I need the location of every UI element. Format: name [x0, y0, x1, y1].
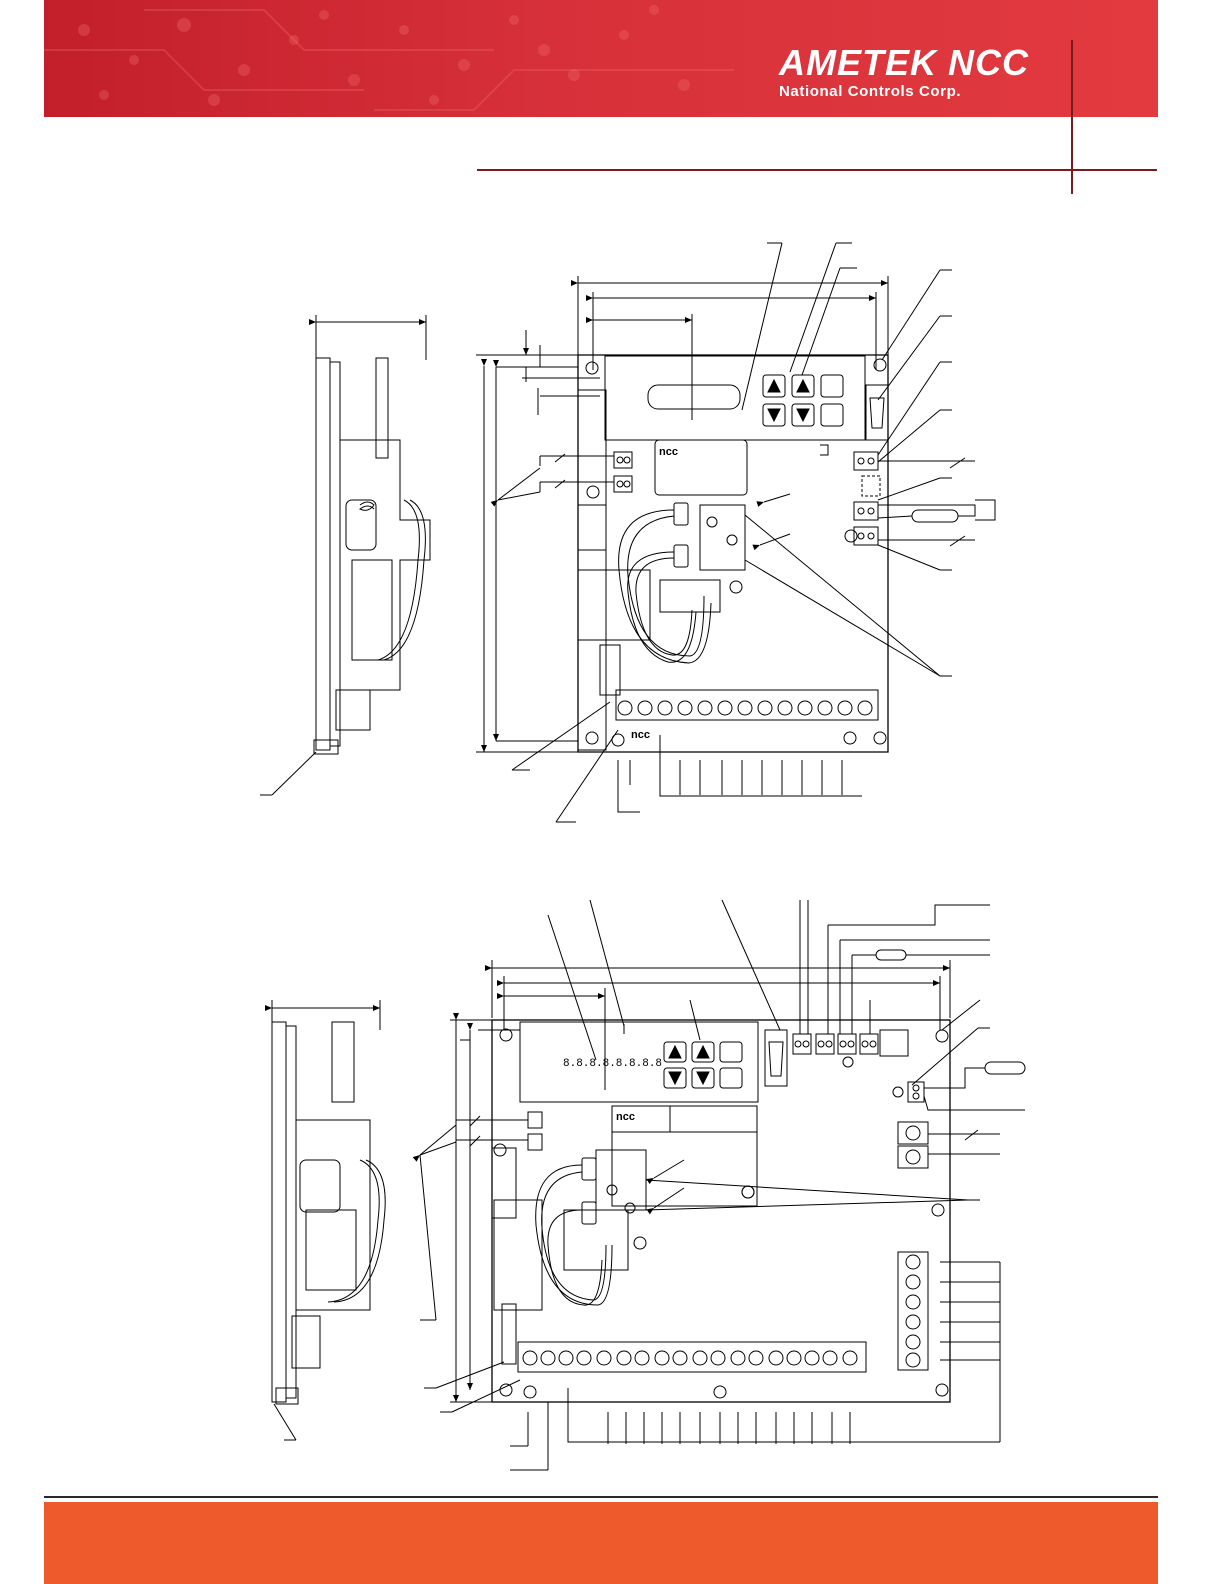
board-logo-lower-view: ncc	[616, 1111, 635, 1123]
upper-front-view: ncc	[476, 242, 996, 823]
footer-rule	[44, 1496, 1158, 1498]
lower-front-view: 8.8.8.8.8.8.8.8 ncc	[412, 899, 1026, 1471]
circuit-pattern-background	[44, 5, 734, 111]
brand-subtitle: National Controls Corp.	[779, 83, 962, 100]
brand-name: AMETEK NCC	[779, 42, 1029, 83]
ametek-ncc-logo: AMETEK NCC National Controls Corp.	[779, 42, 1109, 112]
footer-banner	[44, 1502, 1158, 1584]
board-logo-lower: ncc	[631, 729, 650, 741]
upper-side-view	[260, 315, 431, 796]
board-logo-upper: ncc	[659, 446, 678, 458]
upper-terminal-strip	[617, 700, 873, 716]
header-vertical-rule	[1071, 40, 1073, 194]
lower-side-view	[265, 1000, 386, 1441]
display-digits: 8.8.8.8.8.8.8.8	[563, 1058, 662, 1070]
lower-terminal-strip	[522, 1350, 858, 1366]
header-banner: AMETEK NCC National Controls Corp.	[44, 0, 1158, 117]
header-underline	[477, 169, 1157, 171]
